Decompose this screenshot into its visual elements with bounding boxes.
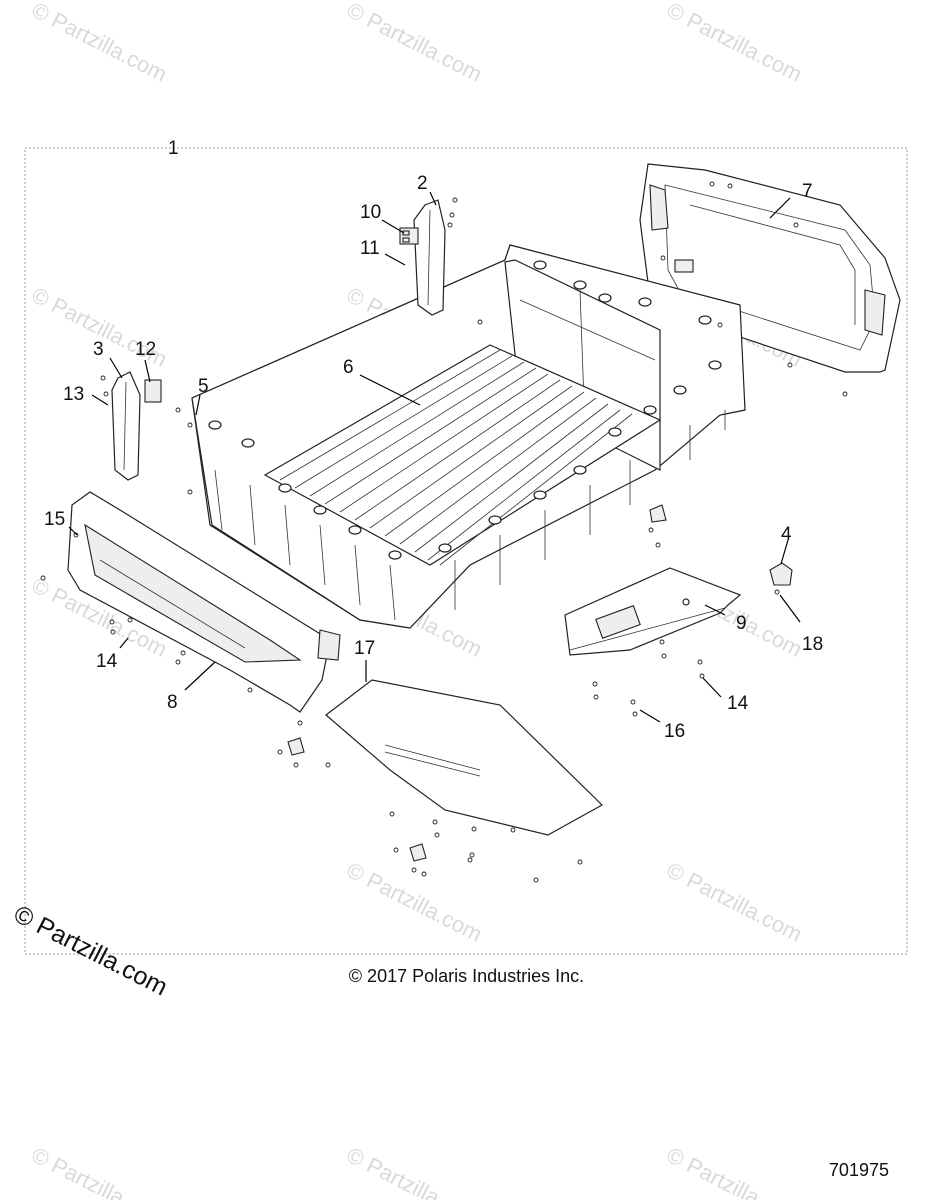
part-9-panel bbox=[564, 567, 742, 656]
callout-5: 5 bbox=[198, 376, 209, 397]
drawing-number: 701975 bbox=[828, 1160, 889, 1180]
tie-down-hooks bbox=[287, 737, 427, 862]
part-2-bracket bbox=[399, 199, 446, 316]
callout-labels: 1 2 3 4 5 6 7 8 9 10 11 12 13 14 14 15 1… bbox=[44, 138, 823, 742]
leader-lines bbox=[68, 191, 801, 723]
watermark-text: © Partzilla.com bbox=[663, 0, 806, 87]
watermark-text: © Partzilla.com bbox=[28, 1142, 171, 1200]
watermark-text: © Partzilla.com bbox=[28, 0, 171, 87]
fasteners bbox=[40, 181, 848, 883]
callout-9: 9 bbox=[736, 613, 747, 634]
part-8-tailgate bbox=[67, 491, 341, 713]
callout-4: 4 bbox=[781, 524, 792, 545]
callout-12: 12 bbox=[135, 339, 156, 360]
callout-11: 11 bbox=[360, 238, 380, 259]
part-17-floor-panel bbox=[325, 679, 603, 836]
watermark-text: © Partzilla.com bbox=[663, 857, 806, 947]
callout-10: 10 bbox=[360, 202, 381, 223]
callout-17: 17 bbox=[354, 638, 375, 659]
callout-14: 14 bbox=[96, 651, 118, 672]
part-3-bracket bbox=[111, 371, 162, 481]
callout-14b: 14 bbox=[727, 693, 749, 714]
stake-pockets bbox=[208, 260, 722, 560]
callout-2: 2 bbox=[417, 173, 428, 194]
copyright-notice: © 2017 Polaris Industries Inc. bbox=[348, 966, 585, 986]
callout-8: 8 bbox=[167, 692, 178, 713]
callout-16: 16 bbox=[664, 721, 685, 742]
assembly-border bbox=[24, 147, 908, 955]
callout-6: 6 bbox=[343, 357, 354, 378]
callout-1: 1 bbox=[168, 138, 179, 159]
callout-15: 15 bbox=[44, 509, 65, 530]
watermark-text: © Partzilla.com bbox=[663, 1142, 806, 1200]
callout-7: 7 bbox=[802, 181, 813, 202]
floor-ribs bbox=[279, 349, 633, 566]
part-4-latch bbox=[649, 504, 793, 586]
watermark-text: © Partzilla.com bbox=[343, 0, 486, 87]
watermark-text: © Partzilla.com bbox=[343, 1142, 486, 1200]
callout-13: 13 bbox=[63, 384, 84, 405]
callout-3: 3 bbox=[93, 339, 104, 360]
part-6-cargo-box bbox=[191, 244, 746, 629]
side-ribs bbox=[214, 410, 726, 621]
callout-18: 18 bbox=[802, 634, 823, 655]
